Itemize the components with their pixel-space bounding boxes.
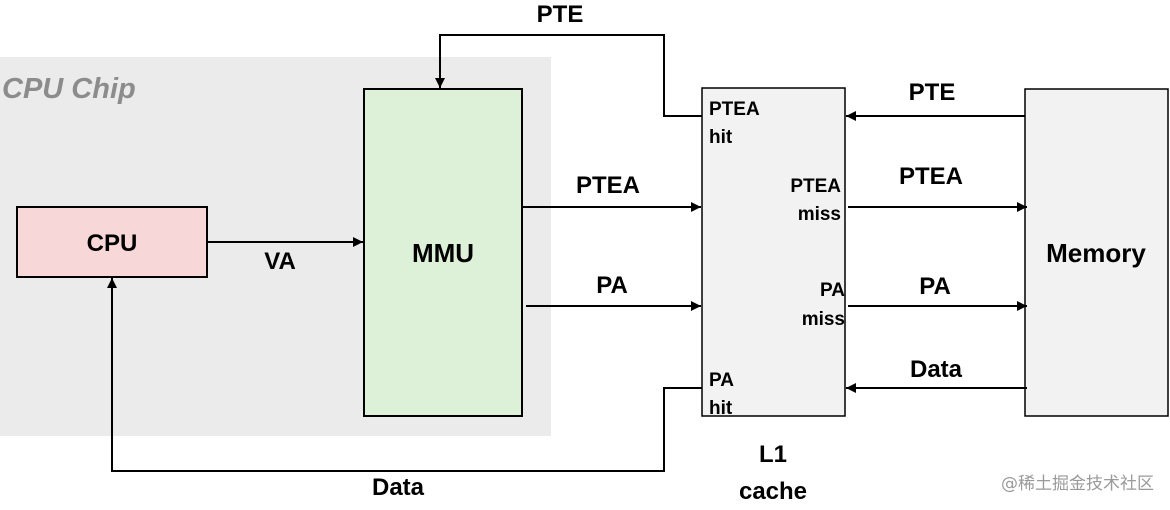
mmu-label: MMU: [412, 238, 474, 268]
ptea-hit-line1: PTEA: [709, 99, 760, 120]
va-label: VA: [264, 248, 296, 275]
pa-request-label: PA: [596, 272, 628, 299]
ptea-miss-line1: PTEA: [790, 176, 841, 197]
data-memory-label: Data: [910, 356, 963, 383]
l1-cache-block: [701, 87, 846, 417]
pa-hit-line1: PA: [709, 370, 734, 391]
mmu-block: [363, 88, 523, 417]
pa-hit-line2: hit: [709, 398, 733, 419]
pa-miss-label: PA: [919, 273, 951, 300]
l1-label-line2: cache: [739, 478, 807, 505]
pa-miss-line1: PA: [820, 280, 845, 301]
ptea-miss-line2: miss: [798, 204, 841, 225]
memory-label: Memory: [1046, 238, 1146, 268]
data-return-arrow: [107, 278, 702, 472]
memory-block: [1024, 88, 1169, 417]
pte-memory-label: PTE: [909, 79, 956, 106]
ptea-request-label: PTEA: [576, 172, 640, 199]
pte-top-label: PTE: [537, 1, 584, 28]
pte-return-arrow: [435, 34, 702, 117]
l1-label-line1: L1: [759, 441, 787, 468]
cpu-chip-title: CPU Chip: [2, 73, 136, 105]
cpu-label: CPU: [87, 230, 138, 257]
ptea-hit-line2: hit: [709, 127, 733, 148]
watermark: @稀土掘金技术社区: [1001, 474, 1154, 494]
cpu-block: [16, 206, 208, 278]
pa-miss-line2: miss: [802, 309, 845, 330]
ptea-miss-label: PTEA: [899, 163, 963, 190]
data-cpu-label: Data: [372, 474, 425, 501]
